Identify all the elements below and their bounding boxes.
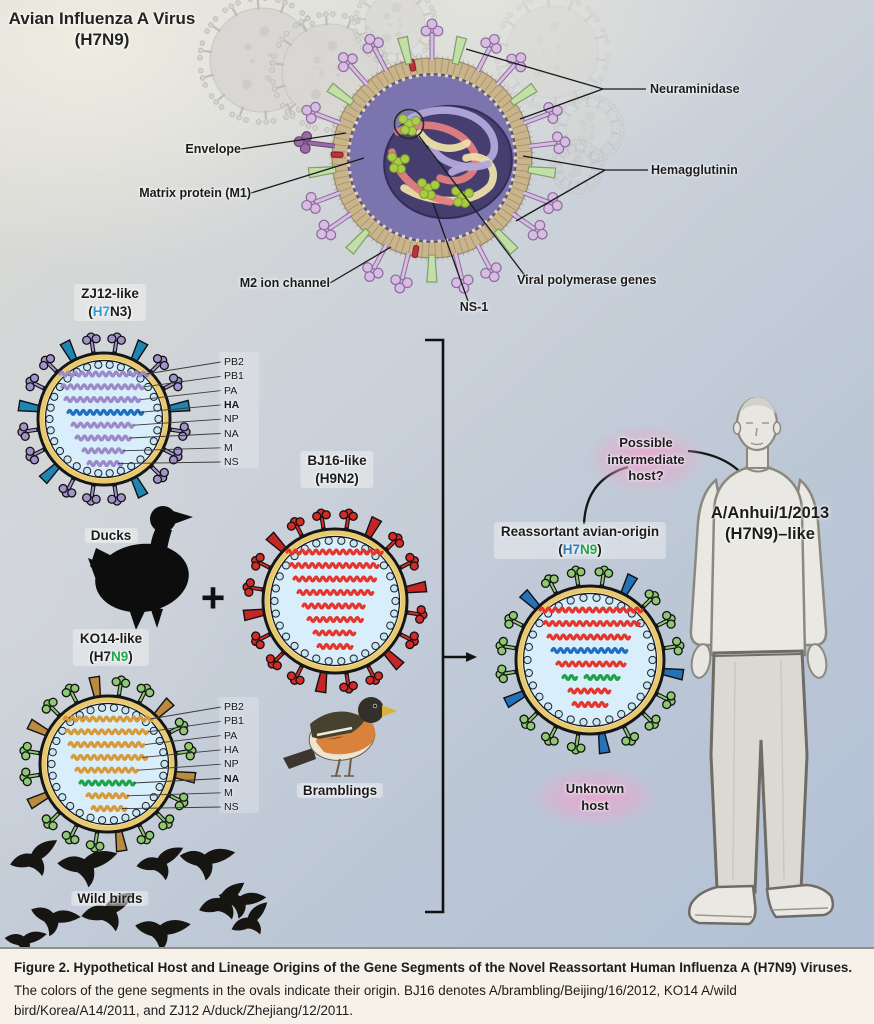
zj12-gene-labels-box <box>219 352 259 468</box>
reassortant-virus-label: Reassortant avian-origin (H7N9) <box>493 522 667 560</box>
reassortant-subtype: (H7N9) <box>558 541 602 557</box>
label-ns1: NS-1 <box>459 300 489 314</box>
big-virus-cutaway <box>293 18 571 294</box>
ko14-subtype: (H7N9) <box>89 648 133 664</box>
ko14-gene-na: NA <box>224 773 240 785</box>
figure-caption: Figure 2. Hypothetical Host and Lineage … <box>0 947 874 1024</box>
label-matrix-protein: Matrix protein (M1) <box>139 186 251 200</box>
ko14-gene-np: NP <box>224 758 239 770</box>
zj12-gene-m: M <box>224 442 233 454</box>
ko14-gene-ha: HA <box>224 744 239 756</box>
ko14-gene-pa: PA <box>224 730 238 742</box>
label-envelope: Envelope <box>185 142 241 156</box>
label-hemagglutinin: Hemagglutinin <box>651 163 738 177</box>
zj12-gene-pa: PA <box>224 385 238 397</box>
zj12-gene-pb2: PB2 <box>224 356 244 368</box>
ko14-gene-m: M <box>224 787 233 799</box>
zj12-gene-np: NP <box>224 413 239 425</box>
ko14-gene-ns: NS <box>224 801 239 813</box>
zj12-virus-label: ZJ12-like (H7N3) <box>74 284 146 322</box>
ghost-virus <box>553 93 625 165</box>
magnifier-circle <box>393 108 425 140</box>
zj12-virus <box>17 332 191 506</box>
zj12-gene-na: NA <box>224 428 239 440</box>
ko14-name: KO14-like <box>79 631 143 646</box>
caption-title: Hypothetical Host and Lineage Origins of… <box>73 960 853 975</box>
possible-intermediate-host-bubble: Possible intermediate host? <box>607 435 685 484</box>
zj12-gene-pb1: PB1 <box>224 370 244 382</box>
label-m2-ion-channel: M2 ion channel <box>239 276 330 290</box>
label-neuraminidase: Neuraminidase <box>650 82 740 96</box>
intermediate-host-oval <box>586 424 706 494</box>
page-title: Avian Influenza A Virus (H7N9) <box>8 9 196 50</box>
ducks-label: Ducks <box>84 528 138 543</box>
figure-number: Figure 2. <box>14 960 70 975</box>
plus-sign: + <box>200 574 226 621</box>
human-strain-label: A/Anhui/1/2013 (H7N9)–like <box>710 504 830 544</box>
zj12-subtype: (H7N3) <box>88 303 132 319</box>
label-viral-polymerase-genes: Viral polymerase genes <box>517 273 657 287</box>
zj12-gene-ha: HA <box>224 399 240 411</box>
reassortant-name: Reassortant avian-origin <box>500 524 660 539</box>
zj12-name: ZJ12-like <box>81 286 139 301</box>
bj16-virus-label: BJ16-like (H9N2) <box>300 451 374 489</box>
leader-lines <box>117 48 648 810</box>
wild-birds-label: Wild birds <box>71 891 149 906</box>
wild-birds-flock <box>4 840 268 957</box>
bramblings-label: Bramblings <box>296 783 384 798</box>
unknown-host-oval <box>529 766 661 828</box>
human-figure <box>688 396 835 926</box>
ko14-virus <box>19 675 197 853</box>
ko14-virus-label: KO14-like (H7N9) <box>72 629 150 667</box>
unknown-host-bubble: Unknown host <box>565 781 625 813</box>
ko14-gene-labels-box <box>219 697 259 813</box>
duck-silhouette <box>88 506 193 630</box>
bj16-subtype: (H9N2) <box>315 470 359 486</box>
caption-title-line: Figure 2. Hypothetical Host and Lineage … <box>14 958 858 978</box>
merge-bracket <box>425 338 477 914</box>
bj16-name: BJ16-like <box>307 453 367 468</box>
bj16-virus <box>242 508 428 694</box>
ko14-gene-pb2: PB2 <box>224 701 244 713</box>
ghost-virus <box>493 0 611 111</box>
brambling-bird <box>283 697 397 777</box>
reassortant-virus <box>495 565 685 755</box>
caption-body: The colors of the gene segments in the o… <box>14 983 737 1019</box>
ko14-gene-pb1: PB1 <box>224 715 244 727</box>
zj12-gene-ns: NS <box>224 456 239 468</box>
